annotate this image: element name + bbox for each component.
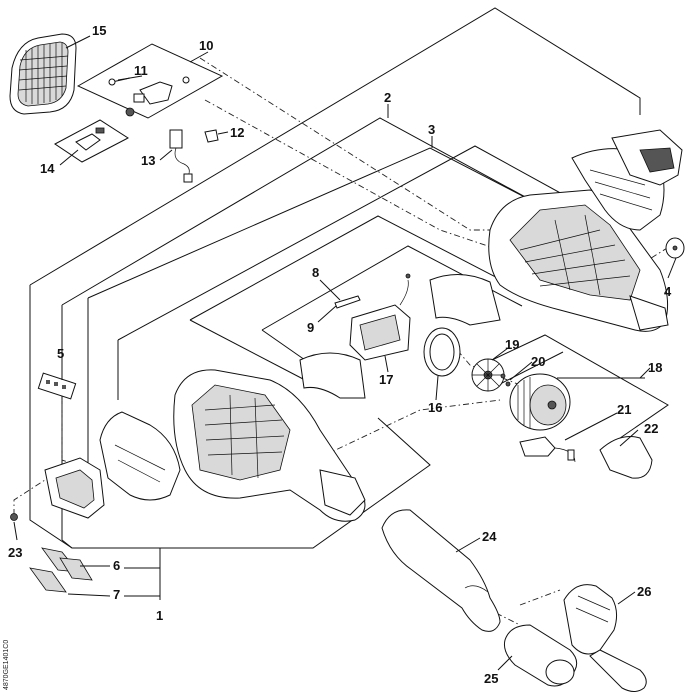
callout-19: 19: [505, 337, 519, 352]
trigger-cover: [611, 129, 683, 186]
callout-labels: 15 10 11 12 13 14 2 3 4 5 8 9 17 16 19 2…: [8, 23, 672, 686]
callout-10: 10: [199, 38, 213, 53]
callout-14: 14: [40, 161, 55, 176]
lower-housing-shell: [173, 369, 366, 522]
drawing-code: 4870GE1401C0: [3, 640, 10, 690]
callout-5: 5: [57, 346, 64, 361]
callout-24: 24: [482, 529, 497, 544]
callout-21: 21: [617, 402, 631, 417]
callout-1: 1: [156, 608, 163, 623]
cap-4: [665, 237, 685, 259]
leader-lines: [13, 35, 677, 671]
callout-17: 17: [379, 372, 393, 387]
callout-11: 11: [134, 63, 148, 78]
impeller-fan: [471, 358, 505, 392]
label-5: [37, 372, 77, 400]
switch-kit-box: [76, 43, 224, 119]
pin-9: [334, 295, 361, 309]
ring-16: [423, 327, 461, 377]
callout-22: 22: [644, 421, 658, 436]
side-cover: [99, 411, 181, 501]
motor-cover-top: [429, 274, 501, 326]
callout-6: 6: [113, 558, 120, 573]
callout-13: 13: [141, 153, 155, 168]
callout-3: 3: [428, 122, 435, 137]
small-screws-19-20: [500, 373, 511, 387]
callout-18: 18: [648, 360, 662, 375]
fan-housing-18: [509, 373, 571, 431]
dashed-guide-lines: [13, 57, 681, 626]
fan-housing-outline: [491, 334, 669, 446]
nozzle-24: [381, 509, 501, 632]
end-cap-22: [599, 436, 653, 479]
assembly-outline-1: [29, 7, 641, 549]
callout-25: 25: [484, 671, 498, 686]
motor-cover-half: [299, 352, 366, 399]
nozzle-tip-26: [563, 584, 647, 692]
terminal-clip: [204, 129, 219, 143]
cable-connector: [169, 129, 193, 183]
motor-controller-17: [349, 273, 411, 361]
callout-2: 2: [384, 90, 391, 105]
callout-8: 8: [312, 265, 319, 280]
label-kit-box: [54, 119, 129, 163]
callout-9: 9: [307, 320, 314, 335]
air-intake-frame: [44, 457, 105, 519]
air-filter-grille: [9, 33, 77, 115]
callout-20: 20: [531, 354, 545, 369]
callout-12: 12: [230, 125, 244, 140]
assembly-outline-3b: [117, 145, 596, 400]
wiring-harness-21: [519, 436, 576, 463]
callout-16: 16: [428, 400, 442, 415]
switch-parts: [108, 76, 190, 117]
plates-6-7: [29, 547, 93, 593]
nozzle-tip-25: [504, 624, 578, 687]
callout-7: 7: [113, 587, 120, 602]
callout-4: 4: [664, 284, 672, 299]
callout-26: 26: [637, 584, 651, 599]
screw-23: [10, 513, 18, 521]
callout-23: 23: [8, 545, 22, 560]
callout-15: 15: [92, 23, 106, 38]
